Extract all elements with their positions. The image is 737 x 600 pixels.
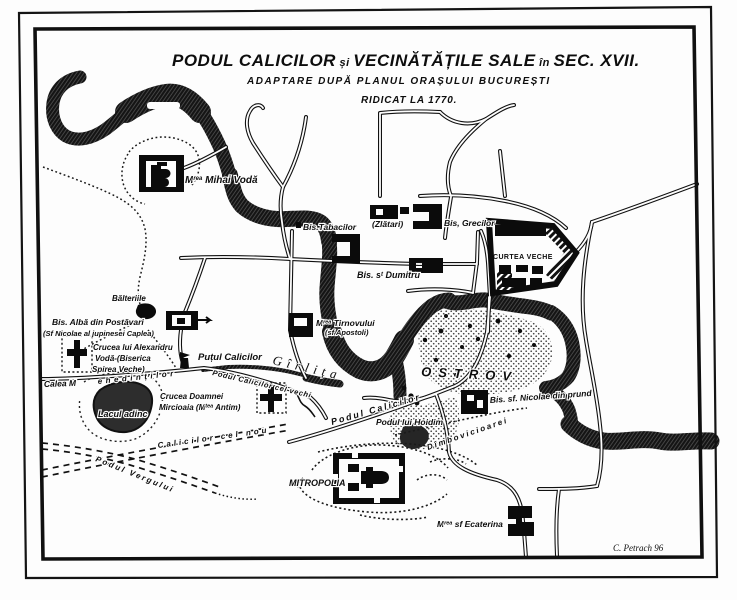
svg-text:Mrea sf Ecaterina: Mrea sf Ecaterina: [437, 519, 503, 529]
svg-text:Calea M: Calea M: [44, 378, 77, 389]
svg-text:ADAPTARE DUPĂ PLANUL ORAȘULUI: ADAPTARE DUPĂ PLANUL ORAȘULUI BUCUREȘTI: [246, 74, 551, 87]
svg-text:Crucea Doamnei: Crucea Doamnei: [160, 392, 224, 401]
svg-text:Lacul adinc: Lacul adinc: [98, 409, 148, 419]
svg-text:Bis.Tabacilor: Bis.Tabacilor: [303, 222, 357, 232]
svg-text:CURTEA VECHE: CURTEA VECHE: [493, 254, 553, 261]
svg-text:Podul lui Hoidim: Podul lui Hoidim: [376, 417, 443, 427]
svg-text:(Sf Nicolae al jupinesei Caple: (Sf Nicolae al jupinesei Caplea): [43, 329, 154, 338]
svg-text:Bis. st Dumitru: Bis. st Dumitru: [357, 270, 421, 280]
svg-text:Mircioaia (Mtea Antim): Mircioaia (Mtea Antim): [159, 403, 241, 412]
svg-text:OSTROV: OSTROV: [421, 364, 519, 384]
svg-text:C. Petrach 96: C. Petrach 96: [613, 543, 664, 553]
svg-text:(sf Apostoli): (sf Apostoli): [325, 328, 369, 337]
svg-text:PODUL CALICILOR și VECINĂTĂȚIL: PODUL CALICILOR și VECINĂTĂȚILE SALE în …: [172, 51, 640, 70]
svg-text:Crucea lui Alexandru: Crucea lui Alexandru: [93, 343, 173, 352]
svg-text:Bis. Albă din Postăvari: Bis. Albă din Postăvari: [52, 317, 144, 327]
svg-text:Mrea Mihai Vodă: Mrea Mihai Vodă: [185, 175, 258, 186]
svg-text:RIDICAT LA 1770.: RIDICAT LA 1770.: [361, 95, 457, 106]
svg-text:Bis, Grecilor: Bis, Grecilor: [444, 218, 495, 228]
svg-text:MITROPOLIA: MITROPOLIA: [289, 478, 346, 488]
svg-text:(Zlătari): (Zlătari): [372, 219, 403, 229]
svg-text:Spirea Veche): Spirea Veche): [92, 365, 145, 374]
svg-text:Puțul Calicilor: Puțul Calicilor: [198, 352, 263, 363]
svg-text:Vodă-(Biserica: Vodă-(Biserica: [95, 354, 151, 363]
svg-text:Bălteriile: Bălteriile: [112, 294, 146, 303]
